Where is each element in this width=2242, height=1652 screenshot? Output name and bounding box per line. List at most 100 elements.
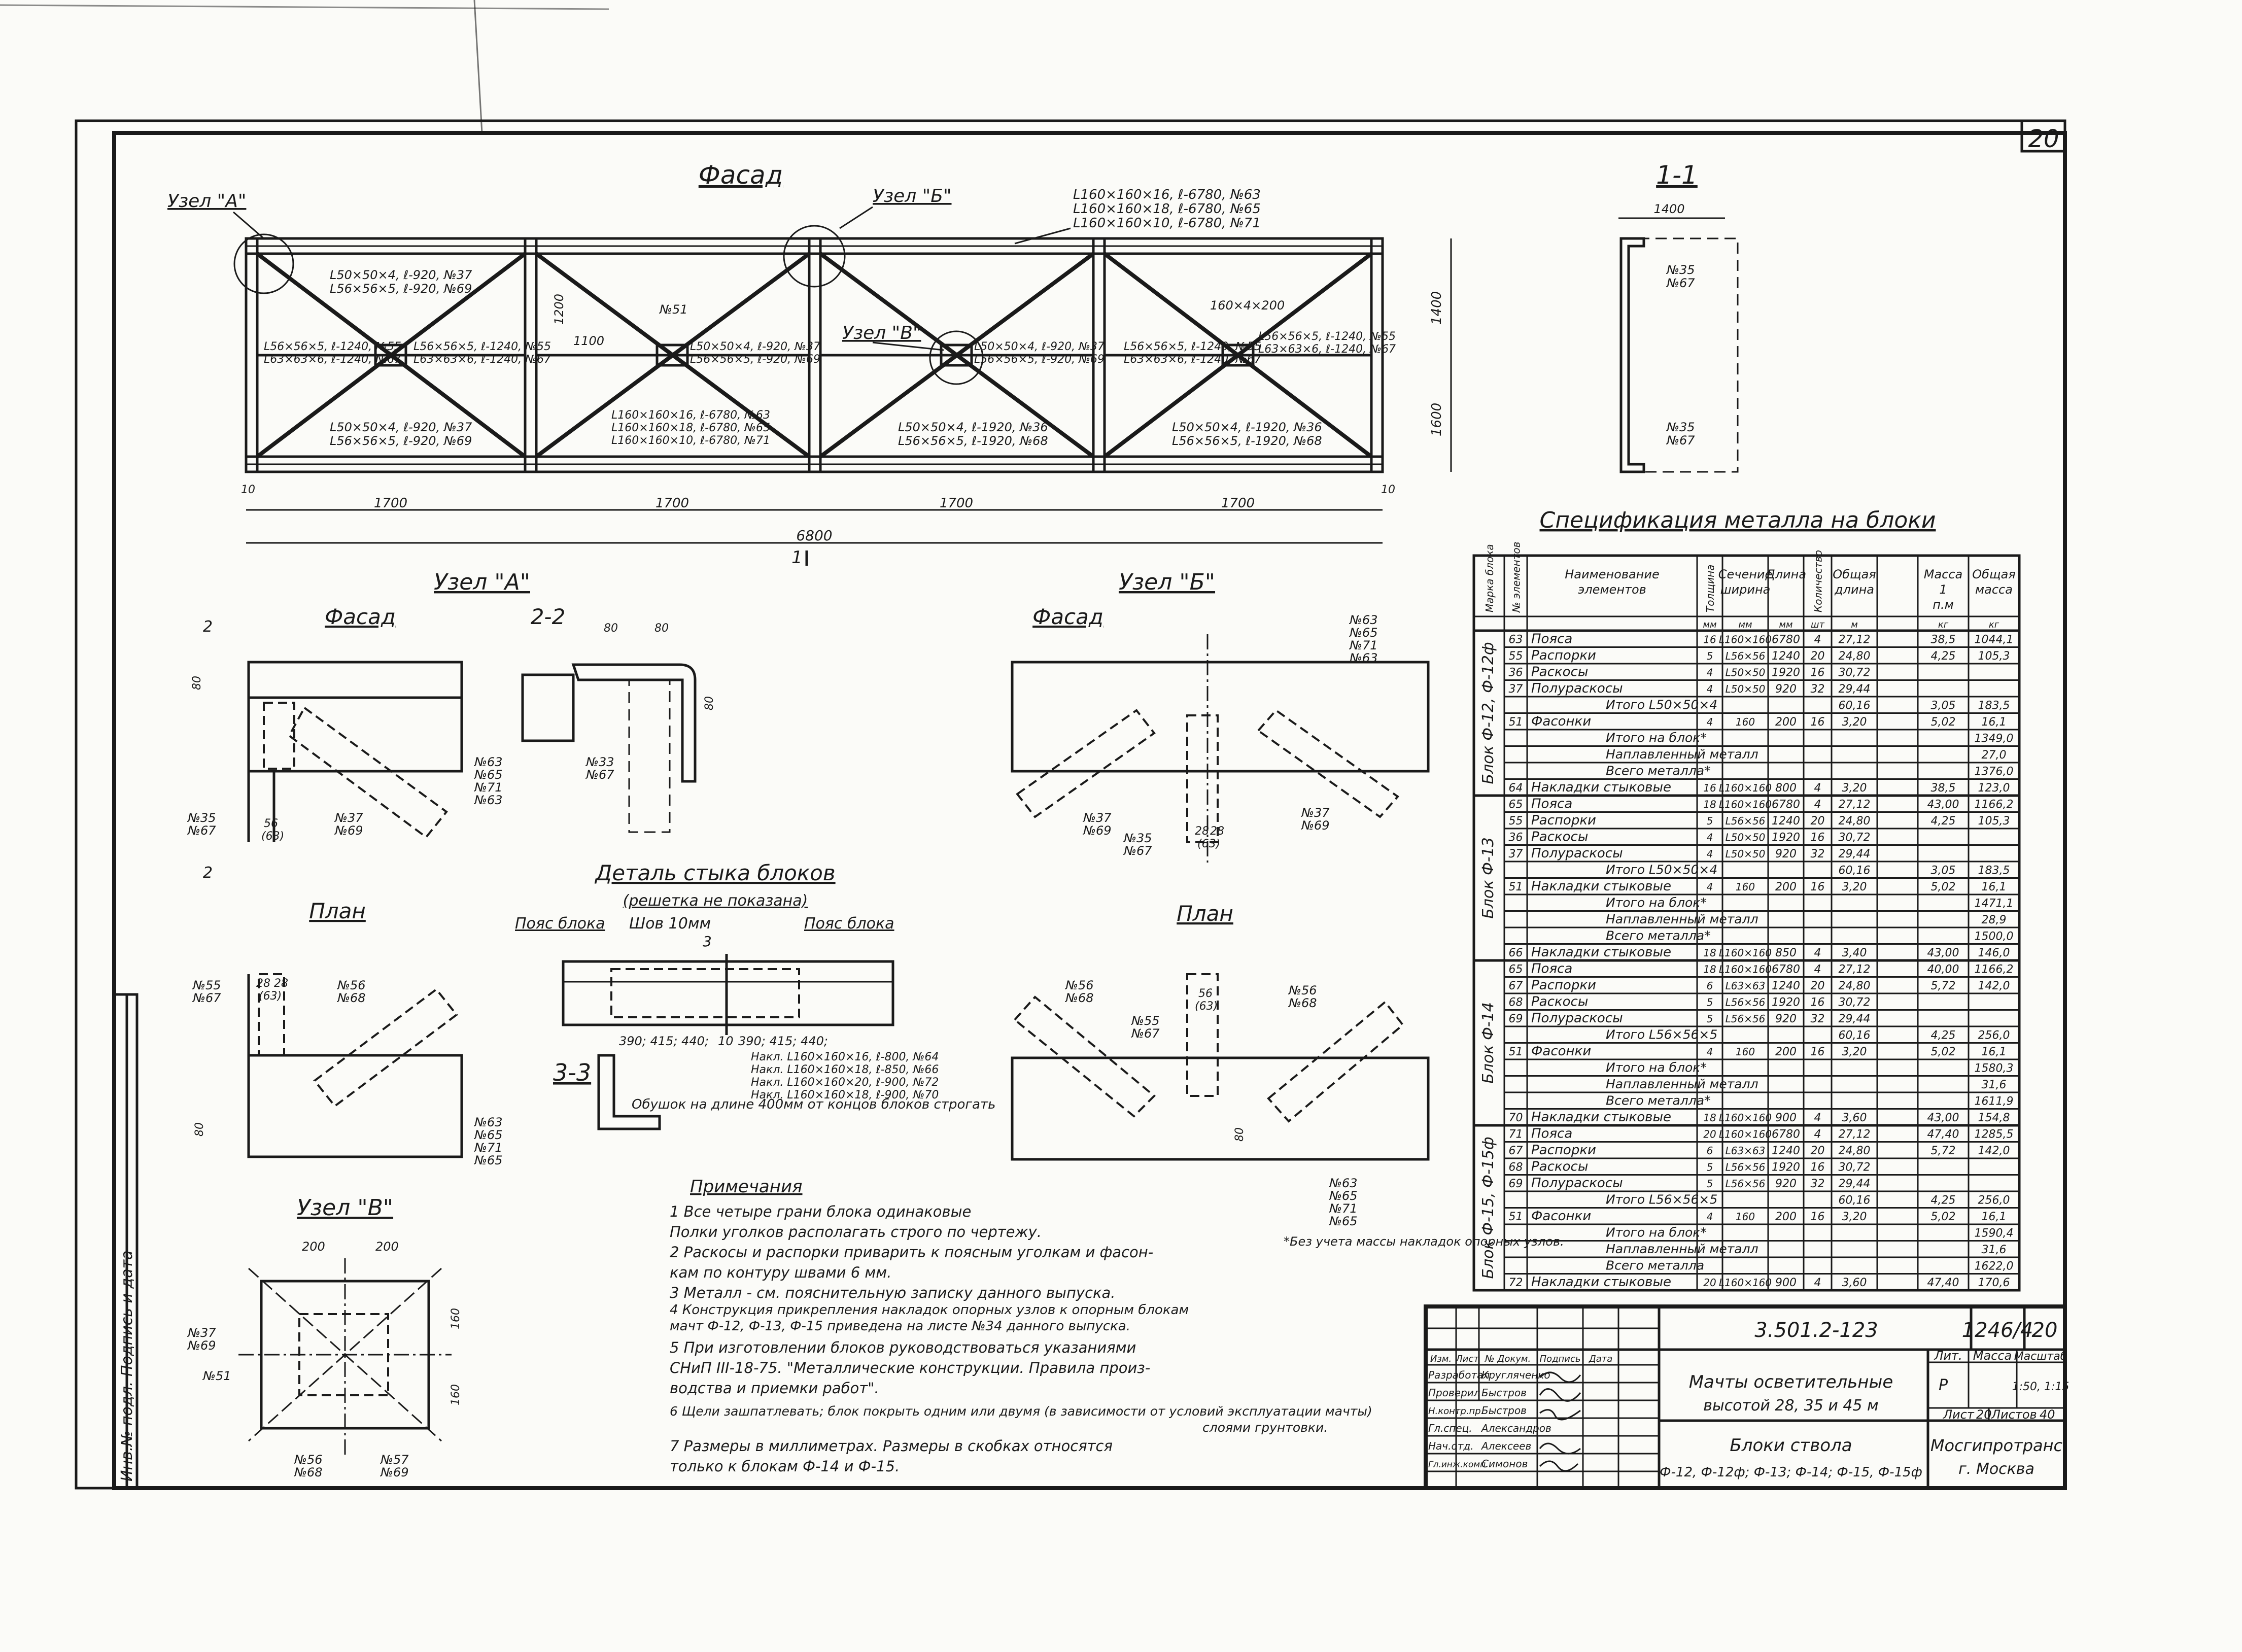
page-number: 20 [2028,125,2059,153]
section-3-3-title: 3-3 [553,1059,591,1086]
spec-cell: 1920 [1772,832,1800,844]
node-b-plan-label-5: №56 [1288,983,1317,997]
spec-cell: 4 [1707,848,1713,860]
node-b-label-f8: №67 [1123,844,1152,858]
spec-cell: 170,6 [1978,1277,2010,1289]
spec-cell: 27,12 [1839,1128,1871,1141]
spec-cell: 1611,9 [1975,1095,2014,1108]
node-a-dim-63: (63) [261,830,284,843]
spec-cell: 47,40 [1927,1277,1959,1289]
strut-label-p1b-2: L63×63×6, ℓ-1240, №67 [413,353,551,366]
spec-cell: L63×63 [1726,980,1766,992]
spec-cell: 60,16 [1839,700,1871,712]
strut-label-p4-2: L63×63×6, ℓ-1240, №67 [1124,353,1261,366]
spec-cell: 1166,2 [1975,963,2014,976]
node-b-plan-title: План [1177,901,1233,926]
tb-staff-role-5: Нач.отд. [1428,1440,1474,1452]
spec-cell: 1285,5 [1975,1128,2014,1141]
spec-cell: 70 [1509,1112,1523,1124]
spec-cell: 67 [1509,1145,1523,1157]
notes-list: 1 Все четыре грани блока одинаковые Полк… [670,1203,1372,1475]
spec-cell: Накладки стыковые [1531,879,1671,894]
spec-cell: 1500,0 [1975,931,2014,943]
spec-cell: 1240 [1772,650,1800,663]
spec-cell: 60,16 [1839,1029,1871,1042]
section-1-1-label-1: №35 [1666,263,1695,277]
tb-staff-name-5: Алексеев [1480,1440,1531,1452]
spec-cell: 69 [1509,1013,1523,1025]
panel-dim-1: 1700 [374,496,407,511]
dim-10-right: 10 [1381,484,1395,496]
node-a-circle [233,233,294,294]
brace-label-p2-2: L56×56×5, ℓ-920, №69 [690,353,820,366]
spec-cell: 16,1 [1982,881,2007,893]
node-a-plan-label-2: №67 [192,991,221,1005]
node-a-leader [233,211,264,239]
section-2-2-title: 2-2 [531,604,566,629]
spec-cell: 29,44 [1839,1178,1871,1190]
spec-cell: Распорки [1531,978,1596,993]
joint-left-label: Пояс блока [515,915,605,933]
spec-cell: 6 [1707,980,1713,992]
spec-cell: 256,0 [1978,1029,2010,1042]
spec-block-label: Блок Ф-12, Ф-12ф [1479,642,1497,784]
spec-cell: Раскосы [1531,665,1588,680]
joint-pad-1: Накл. L160×160×16, ℓ-800, №64 [751,1051,939,1063]
brace-label-p1-top-1: L50×50×4, ℓ-920, №37 [330,268,472,282]
spec-cell: 28,9 [1982,914,2007,926]
section-2-2-label-2: №67 [585,768,614,782]
node-b-circle [783,225,846,288]
tb-staff-name-2: Быстров [1481,1387,1527,1399]
spec-cell: 5 [1707,815,1713,827]
spec-summary: Итого L56×56×5 [1606,1192,1717,1207]
cut-1-left: 1 [791,547,803,568]
section-2-2-dim-3: 80 [703,696,716,710]
panel-dim-4: 1700 [1221,496,1255,511]
tb-org-2: г. Москва [1958,1460,2034,1478]
node-b-label-f3: №71 [1349,638,1378,652]
spec-unit: мм [1779,620,1792,630]
spec-cell: 5 [1707,1013,1713,1025]
section-2-2-label-1: №33 [585,755,614,769]
spec-cell: 43,00 [1927,947,1959,959]
diag-label-p3-1: L50×50×4, ℓ-1920, №36 [898,420,1048,434]
joint-right-label: Пояс блока [804,915,894,933]
section-3-3-angle [597,1054,661,1130]
spec-cell: L160×160 [1719,782,1772,794]
spec-header: Длина [1765,567,1806,581]
spec-cell: 24,80 [1839,650,1871,663]
tb-drawing-title-1: Блоки ствола [1730,1435,1852,1456]
spec-cell: 16,1 [1982,716,2007,729]
spec-summary: Наплавленный металл [1606,912,1758,926]
node-a-dim-80: 80 [191,676,203,690]
spec-unit: мм [1738,620,1752,630]
tb-mass-label: Масса [1973,1349,2012,1363]
gusset-plate [1221,343,1255,367]
spec-cell: Раскосы [1531,1159,1588,1175]
node-v-label-4: №56 [293,1453,323,1467]
spec-cell: 18 [1703,799,1716,811]
spec-cell: 38,5 [1931,782,1956,795]
spec-cell: 16 [1811,832,1825,844]
section-2-2-drawing [521,663,697,833]
node-v-dim-1: 200 [302,1240,325,1254]
spec-cell: 5,72 [1931,1145,1956,1157]
tb-staff-role-6: Гл.инж.комп. [1428,1460,1489,1470]
spec-cell: 1376,0 [1975,766,2014,778]
plate-no-p2: №51 [659,302,688,317]
node-b-detail-title: Узел "Б" [1119,569,1215,595]
tb-staff-role-2: Проверил [1428,1387,1480,1399]
spec-cell: 18 [1703,947,1716,959]
strut-label-p1-2: L63×63×6, ℓ-1240, №67 [264,353,401,366]
spec-cell: 16 [1811,881,1825,893]
note-line-8: 5 При изготовлении блоков руководствоват… [670,1339,1136,1356]
note-line-7: мачт Ф-12, Ф-13, Ф-15 приведена на листе… [670,1319,1130,1334]
joint-pad-2: Накл. L160×160×18, ℓ-850, №66 [751,1063,939,1076]
diag-label-p2-1: L160×160×16, ℓ-6780, №63 [611,409,770,422]
spec-cell: 43,00 [1927,1112,1959,1124]
facade-node-b-label: Узел "Б" [873,186,952,206]
joint-dims-mid: 10 [718,1034,734,1048]
spec-cell: 51 [1509,881,1523,893]
spec-cell: 32 [1811,1178,1825,1190]
spec-cell: 20 [1811,815,1825,828]
